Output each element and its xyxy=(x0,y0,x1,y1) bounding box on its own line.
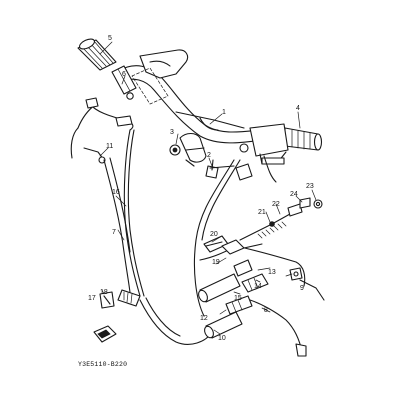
callout-labels: 5 6 1 4 3 2 11 16 7 18 17 20 19 21 22 24… xyxy=(88,35,314,342)
callout-24: 24 xyxy=(290,191,298,198)
callout-19: 19 xyxy=(212,259,220,266)
callout-8: 8 xyxy=(264,307,268,314)
figure-code: Y3E5110-B220 xyxy=(78,361,127,368)
left-upper-cable xyxy=(70,97,134,164)
nuts-23-24 xyxy=(299,197,323,209)
callout-13: 13 xyxy=(268,269,276,276)
cable-16 xyxy=(123,129,145,297)
callout-10: 10 xyxy=(218,335,226,342)
callout-16: 16 xyxy=(112,189,120,196)
right-cables xyxy=(235,245,325,357)
callout-5: 5 xyxy=(108,35,112,42)
boot-15 xyxy=(198,259,253,303)
callout-22: 22 xyxy=(272,201,280,208)
bracket-20 xyxy=(203,235,229,253)
cable-7 xyxy=(103,157,141,307)
boot-12-10 xyxy=(204,295,253,339)
left-grip xyxy=(77,38,117,71)
boot-14 xyxy=(241,273,269,293)
callout-7: 7 xyxy=(112,229,116,236)
callout-6: 6 xyxy=(122,71,126,78)
callout-2: 2 xyxy=(207,152,211,159)
callout-14: 14 xyxy=(254,283,262,290)
callout-18: 18 xyxy=(100,289,108,296)
lower-left-cable xyxy=(139,297,213,345)
callout-4: 4 xyxy=(296,105,300,112)
leader-lines xyxy=(99,41,317,335)
callout-9: 9 xyxy=(300,285,304,292)
callout-17: 17 xyxy=(88,295,96,302)
callout-15: 15 xyxy=(234,295,242,302)
callout-12: 12 xyxy=(200,315,208,322)
right-switch-mount xyxy=(209,155,277,183)
callout-11: 11 xyxy=(106,143,113,150)
callout-1: 1 xyxy=(222,109,226,116)
clip-17-18 xyxy=(93,291,117,343)
boot-19 xyxy=(221,239,263,255)
clamp-bolts xyxy=(169,143,249,179)
fitting-9 xyxy=(289,267,303,281)
handlebar xyxy=(119,49,296,163)
right-grip xyxy=(284,127,323,151)
grip-collar xyxy=(111,65,137,100)
right-lever-housing xyxy=(249,123,289,165)
callout-3: 3 xyxy=(170,129,174,136)
callout-20: 20 xyxy=(210,231,218,238)
callout-21: 21 xyxy=(258,209,266,216)
callout-23: 23 xyxy=(306,183,314,190)
adjuster-21-22 xyxy=(239,203,303,241)
